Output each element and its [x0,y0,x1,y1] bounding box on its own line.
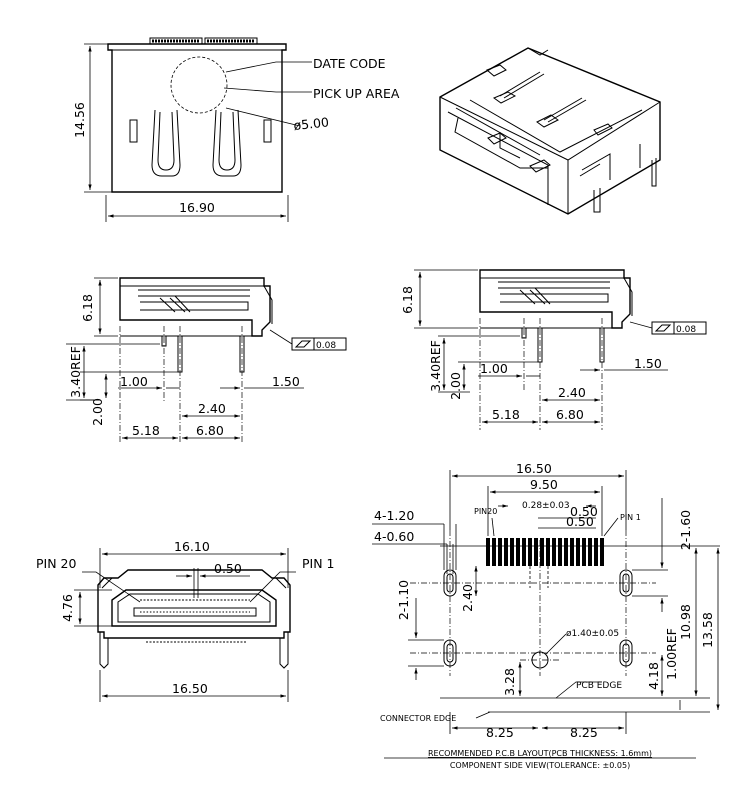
pcb-pin1: PIN 1 [620,513,641,522]
pcb-d110: 2-1.10 [396,580,411,620]
pcb-overall: 16.50 [516,461,552,476]
pcb-d1098: 10.98 [678,604,693,640]
side-left-ref: 3.40REF [68,346,83,398]
pcb-slot-b: 4-0.60 [374,529,414,544]
side-right-518: 5.18 [492,407,520,422]
front-view: PIN 20 PIN 1 16.10 0.50 4.76 16.50 [36,539,335,702]
pcb-pad-width: 0.28±0.03 [522,501,570,511]
pcb-caption-1: RECOMMENDED P.C.B LAYOUT(PCB THICKNESS: … [428,749,652,758]
top-height-dim: 14.56 [72,102,87,138]
side-left-200: 2.00 [90,398,105,426]
pcb-d160: 2-1.60 [678,510,693,550]
side-view-right: 0.08 6.18 3.40REF 2.00 1.00 1.50 2.40 5.… [400,269,707,430]
pcb-half-left: 8.25 [486,725,514,740]
side-left-518: 5.18 [132,423,160,438]
side-left-100: 1.00 [120,374,148,389]
side-right-100: 1.00 [480,361,508,376]
pcb-edge-label: PCB EDGE [576,681,622,691]
pcb-pin20: PIN20 [474,507,497,516]
pcb-d328: 3.28 [502,668,517,696]
pad-row [486,538,604,566]
side-left-680: 6.80 [196,423,224,438]
pcb-pitch-a: 0.50 [570,504,598,519]
pcb-ref: 1.00REF [664,628,679,680]
front-width-bottom: 16.50 [172,681,208,696]
pick-up-area-circle [170,56,228,114]
side-right-ref: 3.40REF [428,340,443,392]
front-pin20-label: PIN 20 [36,556,77,571]
top-contacts [149,37,258,45]
front-height: 4.76 [60,594,75,622]
top-view: DATE CODE PICK UP AREA ø5.00 14.56 16.90 [72,37,400,222]
pcb-d240: 2.40 [460,584,475,612]
flatness-left: 0.08 [316,341,336,351]
side-view-left: 0.08 6.18 3.40REF 2.00 1.00 1.50 2.40 5.… [66,277,347,444]
date-code-label: DATE CODE [313,56,386,71]
pcb-connector-edge: CONNECTOR EDGE [380,714,456,723]
side-right-240: 2.40 [558,385,586,400]
pcb-layout: 16.50 9.50 0.28±0.03 0.50 0.50 PIN20 PIN… [372,461,720,770]
latch-springs [151,109,242,177]
side-right-height: 6.18 [400,286,415,314]
pcb-pad-span: 9.50 [530,477,558,492]
pcb-slot-a: 4-1.20 [374,508,414,523]
front-pin1-label: PIN 1 [302,556,335,571]
flatness-right: 0.08 [676,325,696,335]
pcb-caption-2: COMPONENT SIDE VIEW(TOLERANCE: ±0.05) [450,761,630,770]
pcb-half-right: 8.25 [570,725,598,740]
side-left-240: 2.40 [198,401,226,416]
pcb-d1358: 13.58 [700,612,715,648]
side-right-150: 1.50 [634,356,662,371]
top-view-body [107,43,287,193]
front-width-top: 16.10 [174,539,210,554]
isometric-view [439,47,661,215]
side-left-150: 1.50 [272,374,300,389]
pick-up-diameter-label: ø5.00 [293,114,330,133]
pcb-hole: ø1.40±0.05 [566,629,619,639]
pcb-d418: 4.18 [646,662,661,690]
side-right-680: 6.80 [556,407,584,422]
front-pitch: 0.50 [214,561,242,576]
side-right-200: 2.00 [448,372,463,400]
pcb-pitch-b: 0.50 [566,514,594,529]
pick-up-area-label: PICK UP AREA [313,86,400,101]
side-left-height: 6.18 [80,294,95,322]
top-width-dim: 16.90 [179,200,215,215]
